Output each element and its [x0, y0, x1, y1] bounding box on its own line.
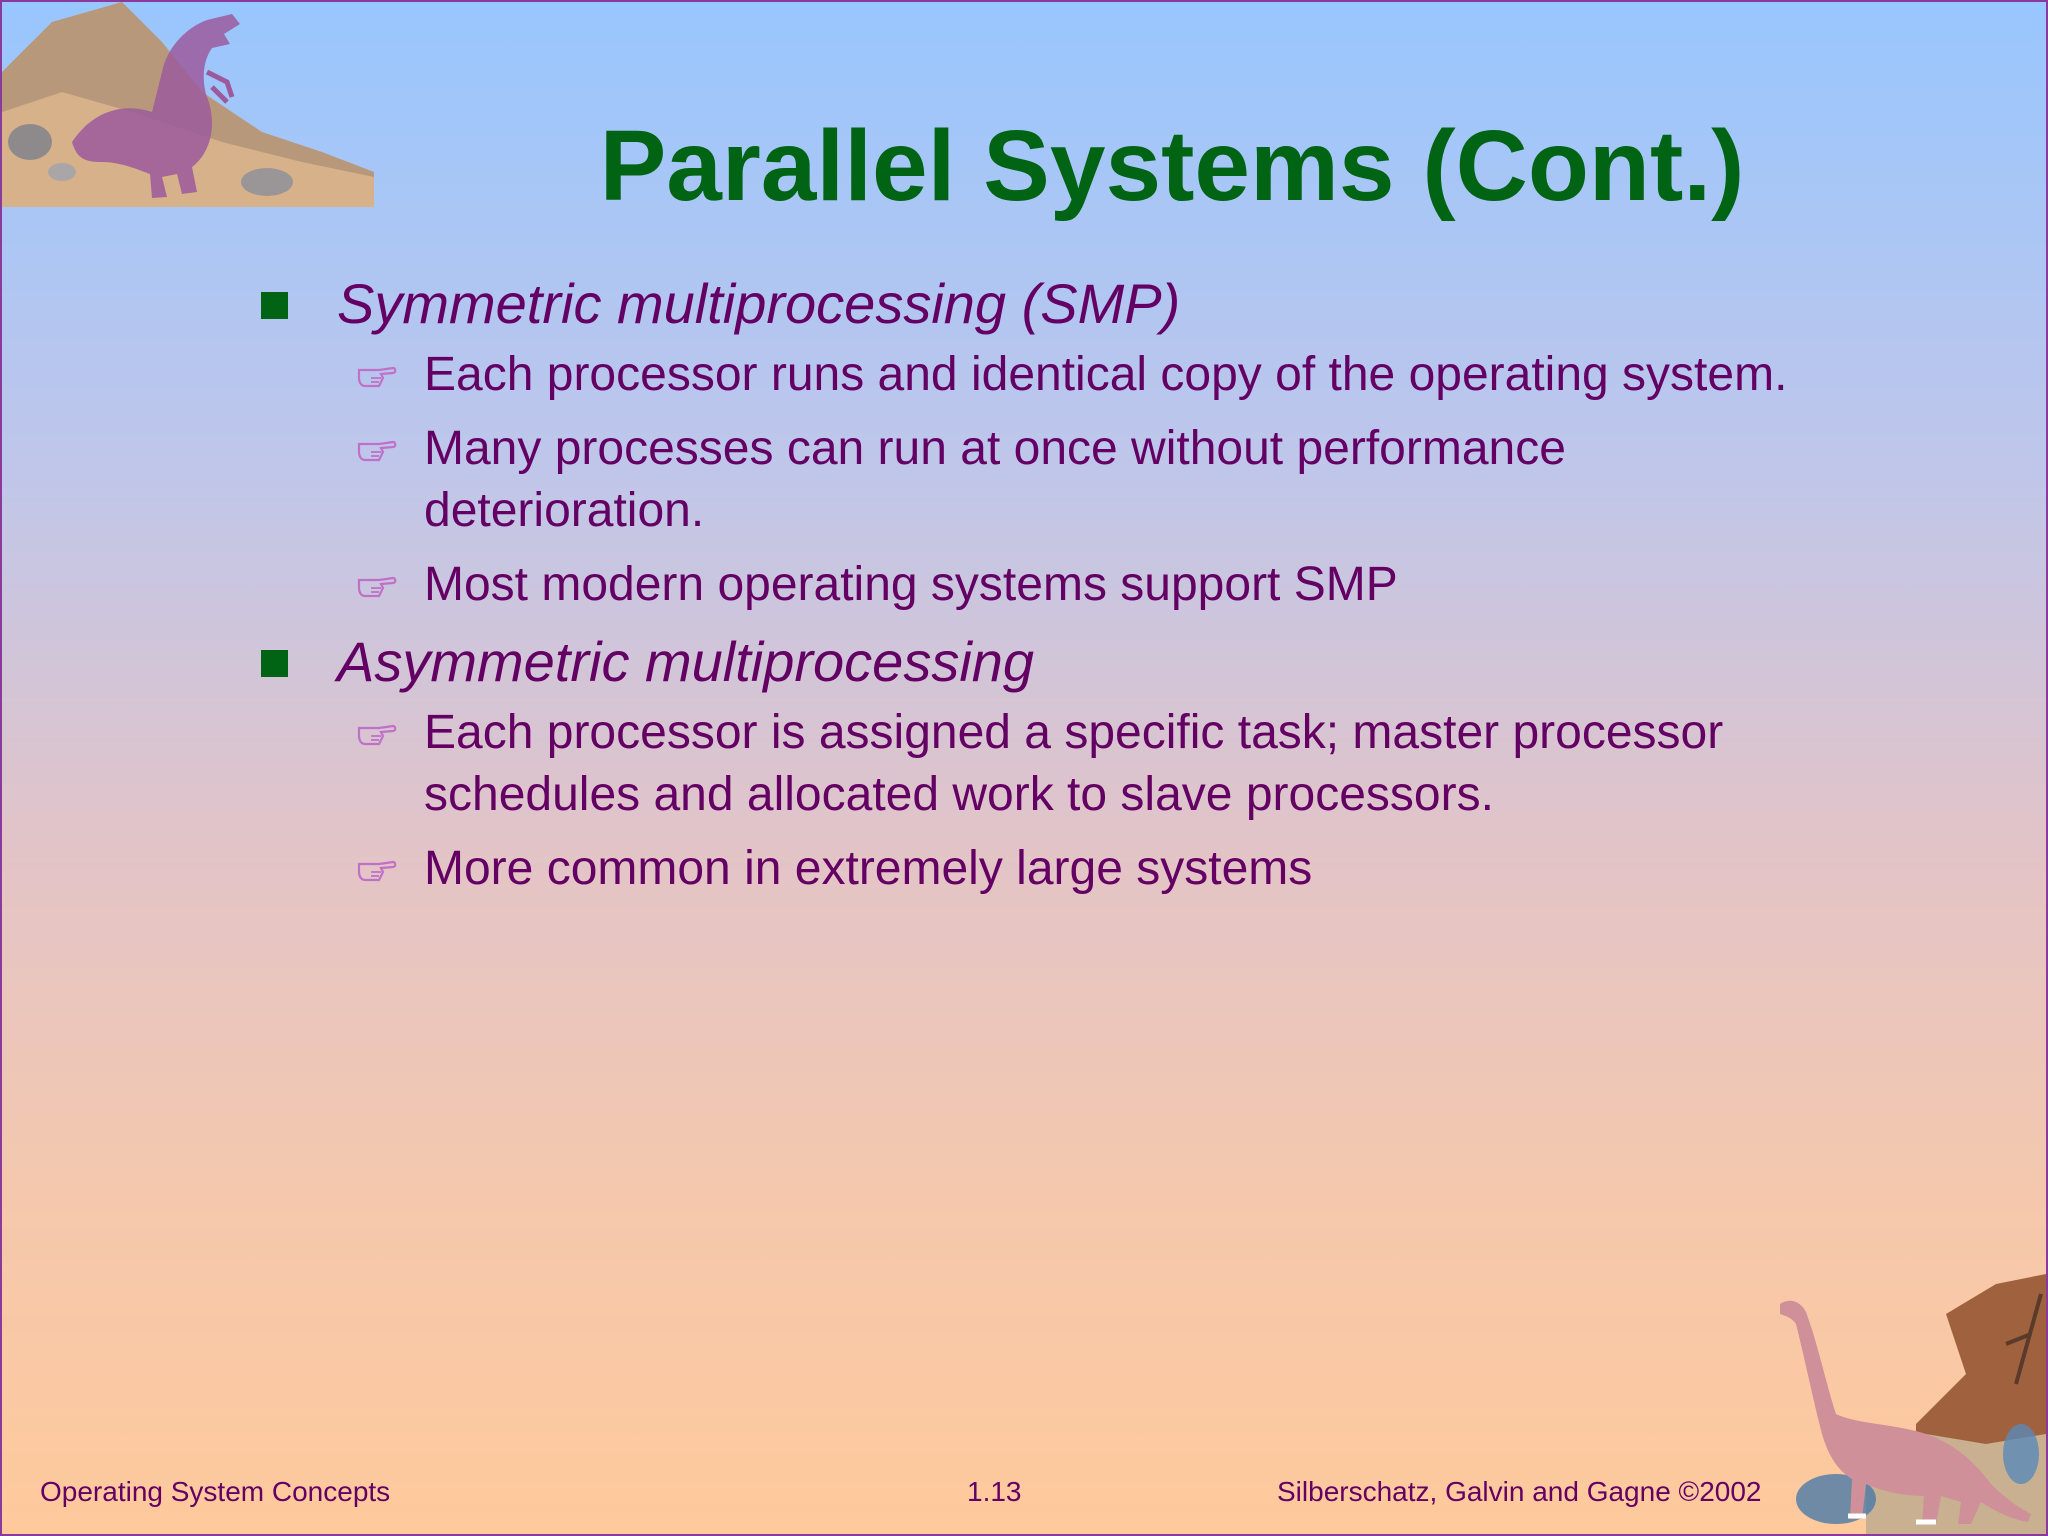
sub-bullet-text: Each processor is assigned a specific ta… — [424, 706, 1724, 821]
sub-bullet-text: Each processor runs and identical copy o… — [424, 348, 1788, 401]
slide-content: Symmetric multiprocessing (SMP) Each pro… — [257, 270, 1817, 912]
sub-bullet-item: Many processes can run at once without p… — [257, 418, 1817, 542]
pointing-hand-icon — [357, 724, 397, 746]
sub-bullet-item: Each processor is assigned a specific ta… — [257, 702, 1817, 826]
pointing-hand-icon — [357, 860, 397, 882]
footer-authors: Silberschatz, Galvin and Gagne ©2002 — [1277, 1476, 1762, 1507]
bullet-text: Asymmetric multiprocessing — [337, 630, 1035, 693]
pointing-hand-icon — [357, 366, 397, 388]
sub-bullet-item: Most modern operating systems support SM… — [257, 554, 1817, 616]
sub-bullet-item: More common in extremely large systems — [257, 838, 1817, 900]
footer-book-title: Operating System Concepts — [40, 1476, 391, 1507]
square-bullet-icon — [261, 650, 288, 677]
footer-page-number: 1.13 — [967, 1476, 1022, 1507]
brontosaurus-dinosaur-icon — [1780, 1274, 2046, 1534]
sub-bullet-item: Each processor runs and identical copy o… — [257, 344, 1817, 406]
bullet-item: Asymmetric multiprocessing — [257, 628, 1817, 696]
pointing-hand-icon — [357, 440, 397, 462]
t-rex-dinosaur-icon — [2, 2, 374, 207]
page-title: Parallel Systems (Cont.) — [599, 110, 1745, 222]
sub-bullet-text: Most modern operating systems support SM… — [424, 558, 1398, 611]
sub-bullet-text: Many processes can run at once without p… — [424, 422, 1566, 537]
pointing-hand-icon — [357, 576, 397, 598]
bullet-text: Symmetric multiprocessing (SMP) — [337, 272, 1181, 335]
bullet-item: Symmetric multiprocessing (SMP) — [257, 270, 1817, 338]
sub-bullet-text: More common in extremely large systems — [424, 842, 1313, 895]
square-bullet-icon — [261, 292, 288, 319]
